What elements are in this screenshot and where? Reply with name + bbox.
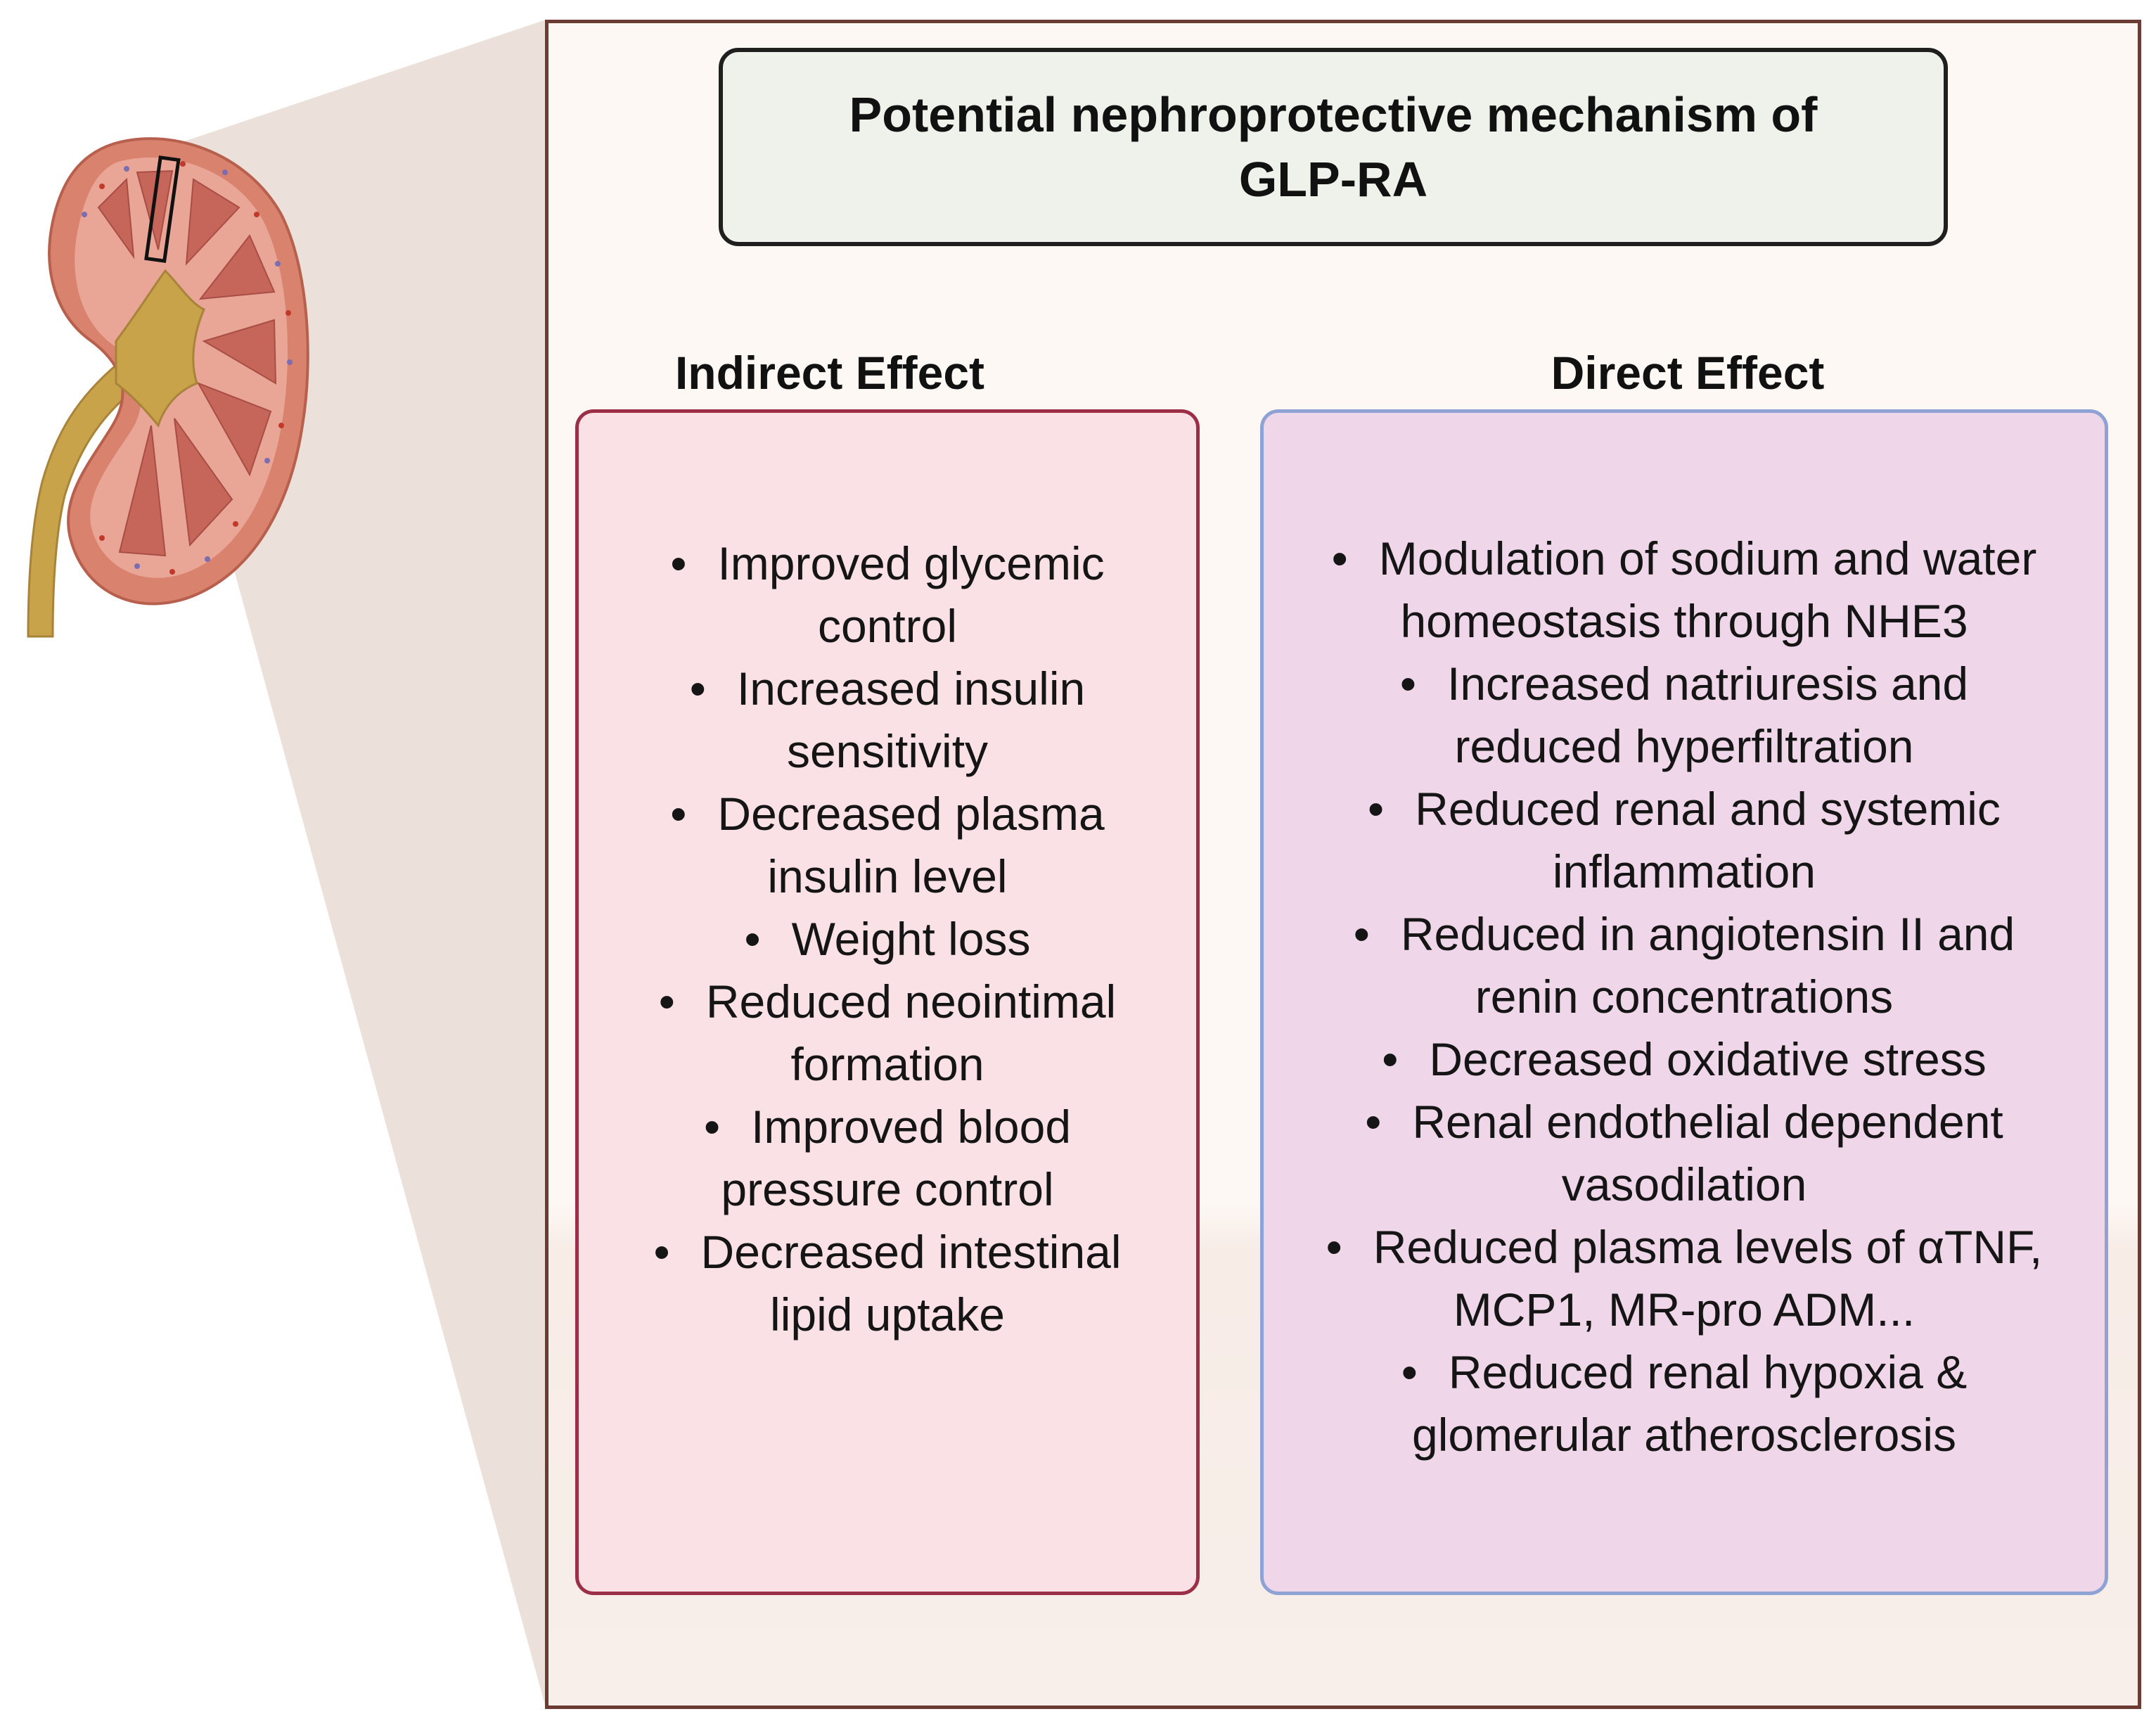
direct-effect-box: Modulation of sodium and water homeostas… — [1260, 409, 2108, 1595]
indirect-effect-item: Reduced neointimal formation — [620, 971, 1155, 1096]
indirect-effect-list: Improved glycemic control Increased insu… — [620, 532, 1155, 1346]
title-box: Potential nephroprotective mechanism of … — [719, 48, 1948, 246]
indirect-effect-item: Improved blood pressure control — [620, 1096, 1155, 1221]
direct-effect-item: Modulation of sodium and water homeostas… — [1311, 527, 2057, 653]
indirect-effect-item: Improved glycemic control — [620, 532, 1155, 658]
direct-effect-list: Modulation of sodium and water homeostas… — [1311, 527, 2057, 1466]
direct-effect-item: Decreased oxidative stress — [1311, 1028, 2057, 1091]
direct-effect-item: Reduced in angiotensin II and renin conc… — [1311, 903, 2057, 1028]
indirect-effect-heading: Indirect Effect — [674, 347, 985, 399]
diagram-title: Potential nephroprotective mechanism of … — [849, 87, 1818, 207]
kidney-cross-section-icon — [27, 137, 309, 638]
direct-effect-item: Reduced plasma levels of αTNF, MCP1, MR-… — [1311, 1216, 2057, 1341]
indirect-effect-item: Weight loss — [620, 908, 1155, 971]
indirect-effect-item: Decreased intestinal lipid uptake — [620, 1221, 1155, 1346]
direct-effect-item: Increased natriuresis and reduced hyperf… — [1311, 653, 2057, 778]
direct-effect-item: Reduced renal hypoxia & glomerular ather… — [1311, 1341, 2057, 1466]
direct-effect-item: Renal endothelial dependent vasodilation — [1311, 1091, 2057, 1216]
direct-effect-item: Reduced renal and systemic inflammation — [1311, 778, 2057, 903]
direct-effect-heading: Direct Effect — [1551, 347, 1825, 399]
indirect-effect-box: Improved glycemic control Increased insu… — [575, 409, 1200, 1595]
indirect-effect-item: Increased insulin sensitivity — [620, 658, 1155, 783]
indirect-effect-item: Decreased plasma insulin level — [620, 783, 1155, 908]
